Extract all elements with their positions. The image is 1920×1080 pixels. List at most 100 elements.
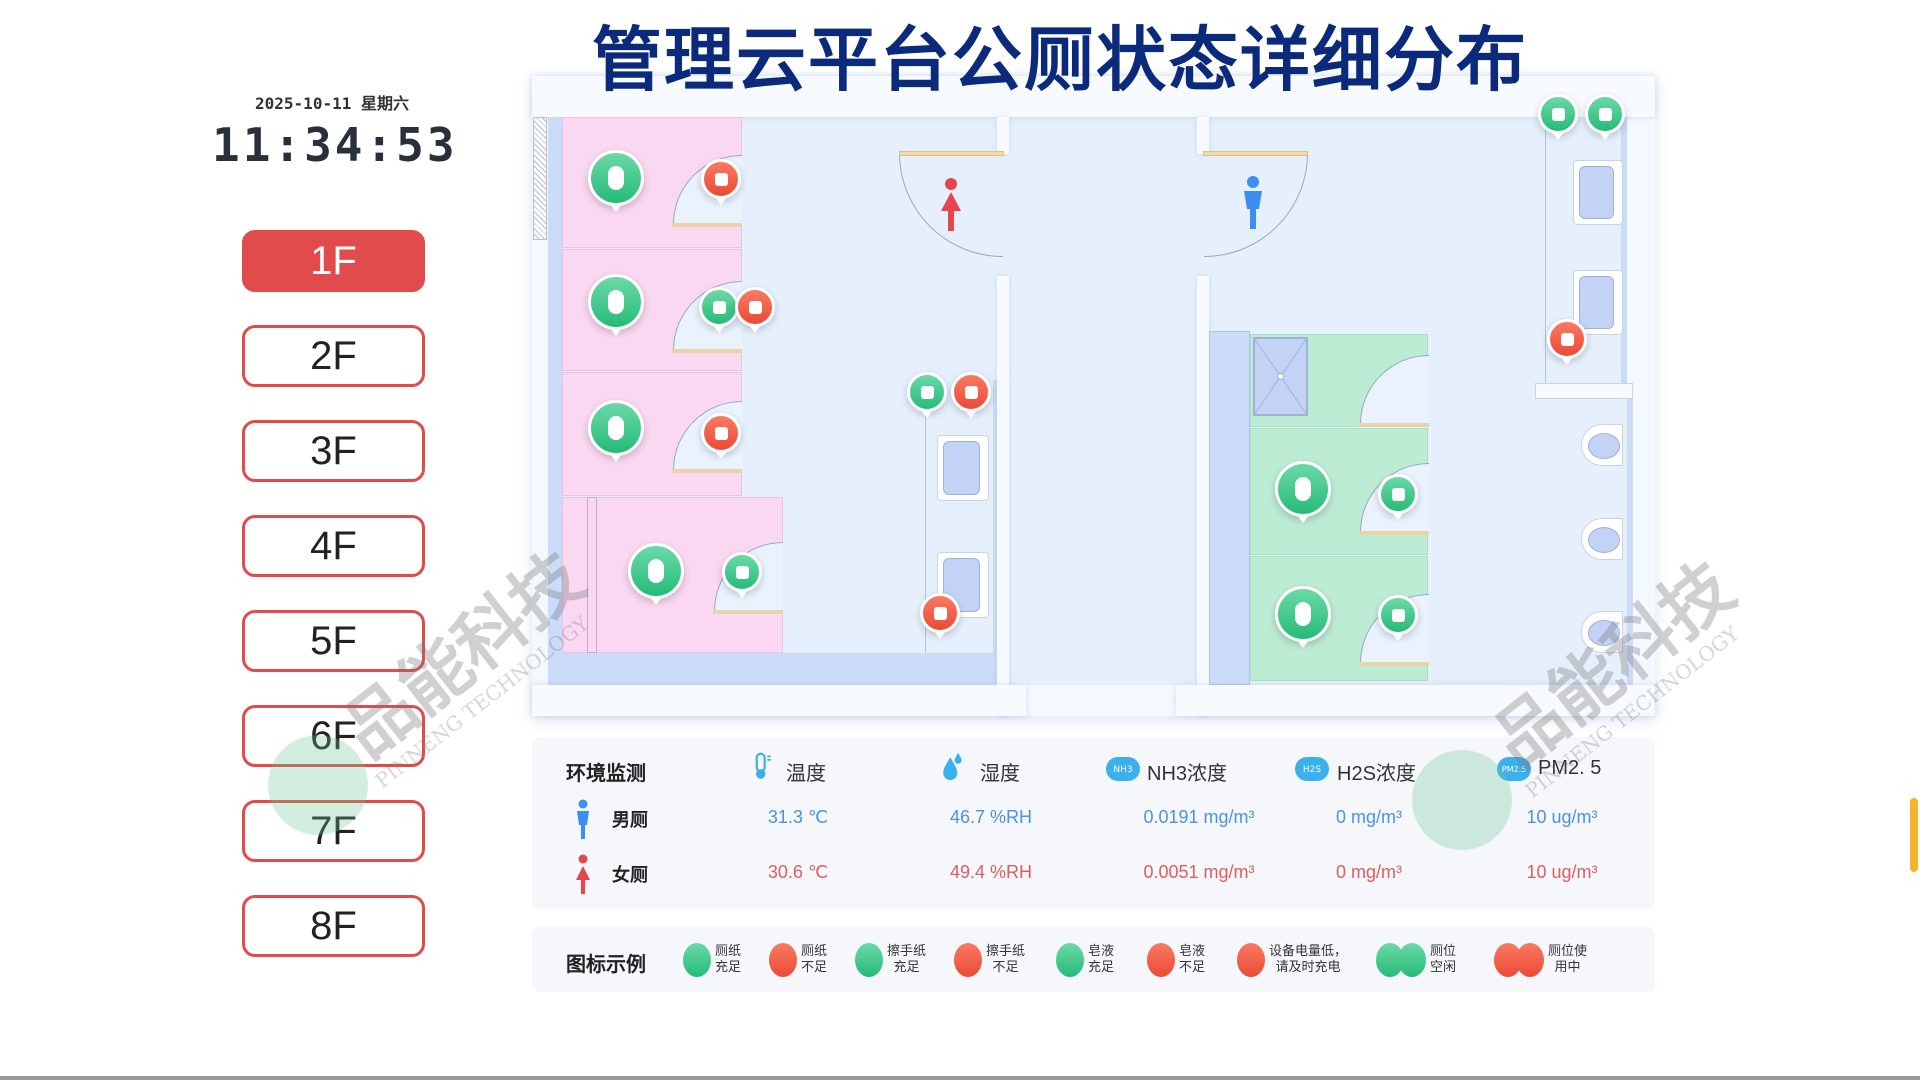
legend-text: 厕纸 [801, 944, 828, 959]
toilet-paper-icon [714, 172, 728, 186]
wall-stub [997, 117, 1009, 154]
squat-toilet-marker[interactable] [588, 150, 644, 212]
soap-marker[interactable] [1547, 319, 1587, 365]
wall-stub [1197, 117, 1209, 154]
hand-towel-marker[interactable] [907, 372, 947, 418]
toilet-paper-icon [1391, 487, 1405, 501]
hand-towel-marker[interactable] [1538, 94, 1578, 140]
soap-icon [964, 385, 978, 399]
men-side-strip [1209, 331, 1250, 685]
legend-text: 请及时充电 [1275, 960, 1341, 975]
squat-toilet-marker[interactable] [588, 400, 644, 462]
soap-icon [933, 606, 947, 620]
legend-text: 不足 [992, 960, 1019, 975]
squat-toilet-marker[interactable] [1275, 461, 1331, 523]
toilet-paper-marker[interactable] [1378, 595, 1418, 641]
women-pm25: 10 ug/m³ [1526, 862, 1598, 882]
door-leaf [1203, 151, 1308, 156]
men-left-wall [1197, 276, 1209, 716]
squat-toilet-icon [1295, 602, 1311, 626]
date-display: 2025-10-11 星期六 [255, 94, 409, 113]
humidity-drop-icon [943, 752, 962, 780]
squat-toilet-marker[interactable] [1275, 586, 1331, 648]
legend-text: 充足 [1088, 960, 1115, 975]
women-left-wall [548, 117, 562, 685]
h2s-cloud-icon: H2S [1295, 757, 1329, 781]
legend-text: 充足 [715, 960, 742, 975]
floor-button-6f[interactable]: 6F [242, 705, 425, 767]
legend-text: 设备电量低， [1269, 944, 1348, 959]
men-temperature: 31.3 ℃ [767, 807, 829, 827]
floor-button-7f[interactable]: 7F [242, 800, 425, 862]
toilet-paper-marker[interactable] [699, 287, 739, 333]
sink [1573, 160, 1623, 225]
male-icon [1244, 176, 1262, 229]
toilet-paper-icon [735, 565, 749, 579]
toilet-paper-icon [712, 300, 726, 314]
squat-toilet-icon [1295, 477, 1311, 501]
sink-counter [1545, 117, 1627, 383]
soap-icon [1147, 943, 1175, 977]
toilet-paper-icon [714, 426, 728, 440]
col-nh3: NH3浓度 [1147, 763, 1228, 785]
legend-text: 用中 [1554, 960, 1581, 975]
legend-text: 皂液 [1179, 944, 1206, 959]
women-humidity: 49.4 %RH [949, 862, 1033, 882]
men-h2s: 0 mg/m³ [1335, 807, 1402, 827]
legend-item: 擦手纸不足 [954, 943, 1025, 977]
floor-button-2f[interactable]: 2F [242, 325, 425, 387]
scrollbar-thumb[interactable] [1910, 798, 1918, 872]
toilet-paper-marker[interactable] [701, 413, 741, 459]
toilet-paper-marker[interactable] [701, 159, 741, 205]
hand-towel-icon [855, 943, 883, 977]
toilet-paper-icon [683, 943, 711, 977]
floor-button-5f[interactable]: 5F [242, 610, 425, 672]
toilet-paper-icon [1391, 608, 1405, 622]
bottom-wall-right [1176, 685, 1655, 716]
squat-toilet-marker[interactable] [588, 274, 644, 336]
icon-legend [532, 927, 1655, 992]
men-pm25: 10 ug/m³ [1526, 807, 1598, 827]
col-humidity: 湿度 [980, 763, 1020, 785]
toilet-paper-marker[interactable] [722, 552, 762, 598]
women-nh3: 0.0051 mg/m³ [1143, 862, 1255, 882]
men-right-wall [1627, 399, 1633, 685]
watermark-logo [1412, 750, 1512, 850]
battery-marker[interactable] [735, 287, 775, 333]
time-display: 11:34:53 [212, 118, 458, 172]
floor-button-4f[interactable]: 4F [242, 515, 425, 577]
women-right-wall [997, 276, 1009, 716]
stall-occupied-icon [1516, 943, 1544, 977]
floor-button-8f[interactable]: 8F [242, 895, 425, 957]
seat-toilet-marker[interactable] [628, 543, 684, 605]
legend-text: 皂液 [1088, 944, 1115, 959]
watermark-logo [268, 735, 368, 835]
women-temperature: 30.6 ℃ [767, 862, 829, 882]
window [533, 117, 547, 240]
soap-marker[interactable] [920, 593, 960, 639]
bottom-wall-left [532, 685, 1026, 716]
col-h2s: H2S浓度 [1337, 763, 1416, 785]
sink [937, 435, 989, 501]
soap-marker[interactable] [1585, 94, 1625, 140]
toilet-paper-marker[interactable] [1378, 474, 1418, 520]
legend-text: 厕位使 [1548, 944, 1588, 959]
female-icon [941, 178, 961, 231]
floor-button-1f[interactable]: 1F [242, 230, 425, 292]
bottom-border [0, 1076, 1920, 1080]
soap-marker[interactable] [951, 372, 991, 418]
col-temperature: 温度 [786, 763, 826, 785]
floor-button-3f[interactable]: 3F [242, 420, 425, 482]
legend-text: 厕位 [1430, 944, 1457, 959]
soap-icon [1598, 107, 1612, 121]
environment-panel [532, 737, 1655, 909]
legend-text: 擦手纸 [887, 944, 927, 959]
men-nh3: 0.0191 mg/m³ [1143, 807, 1255, 827]
page-title: 管理云平台公厕状态详细分布 [592, 19, 1528, 101]
legend-item: 皂液充足 [1056, 943, 1114, 977]
legend-text: 空闲 [1430, 960, 1457, 975]
squat-toilet-icon [608, 166, 624, 190]
sink [1573, 270, 1623, 335]
urinal [1581, 424, 1623, 466]
stall-vacant-icon [1398, 943, 1426, 977]
